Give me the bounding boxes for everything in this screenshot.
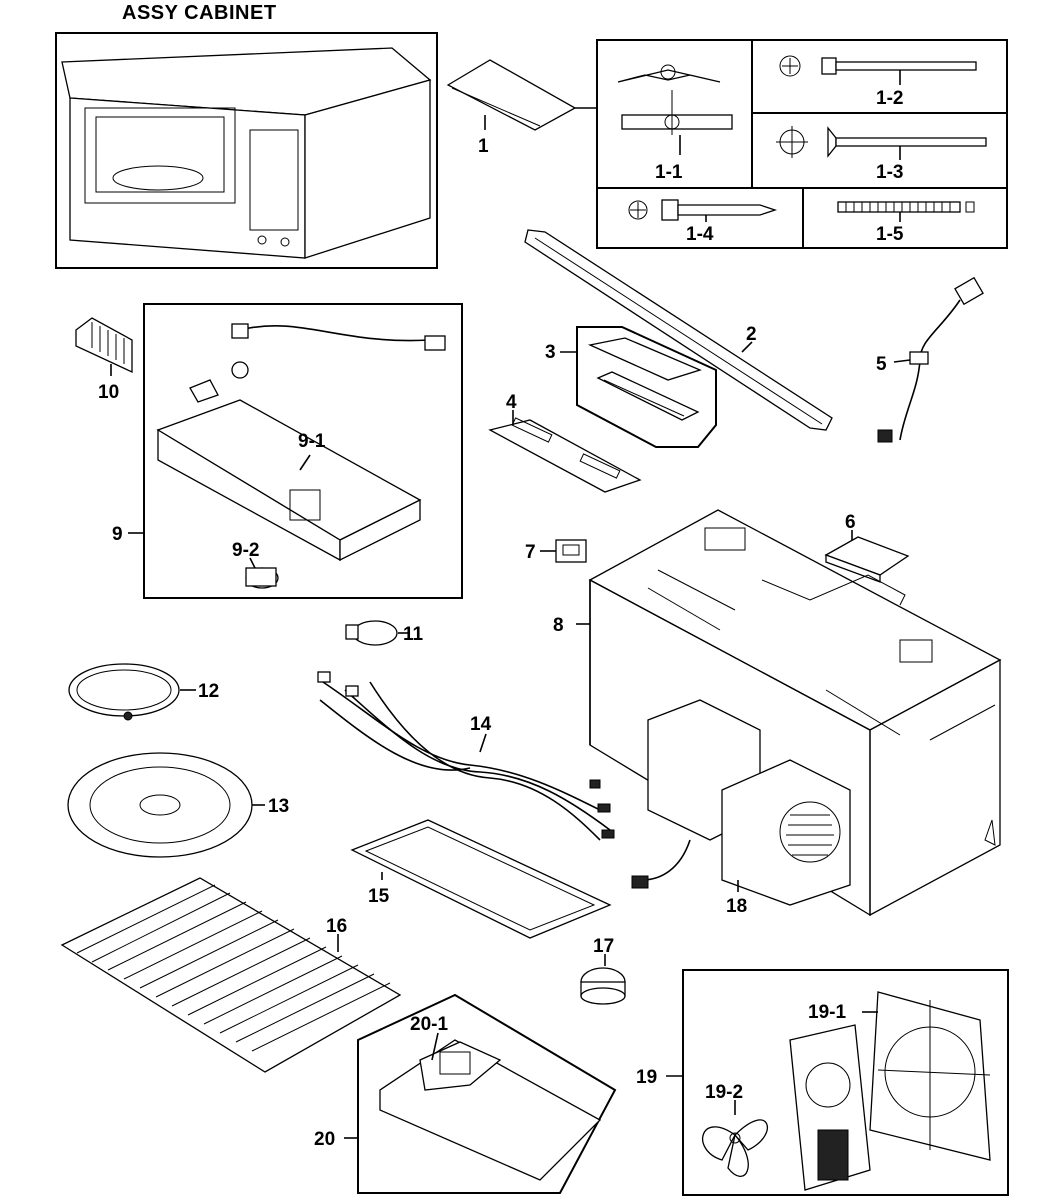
part-2-rail xyxy=(524,229,833,431)
part-9-1-bracket xyxy=(156,399,422,562)
diagram-title: ASSY CABINET xyxy=(122,2,277,24)
part-4-drawing xyxy=(488,417,642,493)
part-17-motor xyxy=(580,967,626,1005)
part-13-tray xyxy=(67,752,253,858)
part-19-1-plate xyxy=(869,991,991,1161)
label-9-1: 9-1 xyxy=(298,431,326,452)
label-4: 4 xyxy=(506,392,517,413)
label-2: 2 xyxy=(746,324,757,345)
label-6: 6 xyxy=(845,512,856,533)
label-17: 17 xyxy=(593,936,614,957)
part-7-drawing xyxy=(555,539,587,563)
label-5: 5 xyxy=(876,354,887,375)
label-19-1: 19-1 xyxy=(808,1002,846,1023)
label-1: 1 xyxy=(478,136,489,157)
part-1-2-drawing xyxy=(779,55,977,77)
part-11-bulb xyxy=(345,620,398,646)
label-19: 19 xyxy=(636,1067,657,1088)
part-8-frame xyxy=(588,509,1002,917)
part-1-3-drawing xyxy=(776,126,987,158)
part-3-drawing xyxy=(587,337,702,421)
part-10-vent xyxy=(75,317,133,374)
label-9: 9 xyxy=(112,524,123,545)
label-15: 15 xyxy=(368,886,390,907)
label-11: 11 xyxy=(403,624,424,645)
part-16-grease-filter xyxy=(60,877,402,1073)
label-18: 18 xyxy=(726,896,747,917)
label-16: 16 xyxy=(326,916,347,937)
label-13: 13 xyxy=(268,796,289,817)
part-20-box xyxy=(357,993,617,1194)
part-19-motor-bracket xyxy=(789,1024,871,1191)
part-9-2-socket xyxy=(245,567,279,589)
part-3-box xyxy=(576,326,717,448)
label-20-1: 20-1 xyxy=(410,1014,448,1035)
label-7: 7 xyxy=(525,542,536,563)
part-18-fan-motor xyxy=(631,699,851,906)
part-14-harness xyxy=(317,671,615,841)
part-9-box xyxy=(143,303,463,599)
part-19-2-fan-blade xyxy=(702,1119,768,1177)
part-9-harness xyxy=(189,323,446,403)
label-1-3: 1-3 xyxy=(876,162,903,183)
cabinet-drawing xyxy=(61,47,432,259)
part-5-cord xyxy=(877,276,984,443)
hardware-bag xyxy=(446,59,577,131)
label-12: 12 xyxy=(198,681,219,702)
label-1-4: 1-4 xyxy=(686,224,714,245)
label-1-5: 1-5 xyxy=(876,224,904,245)
label-14: 14 xyxy=(470,714,492,735)
part-20-waveguide-cover xyxy=(379,1039,602,1181)
cabinet-box xyxy=(55,32,438,269)
part-1-5-drawing xyxy=(837,201,975,213)
part-1-4-drawing xyxy=(628,199,778,221)
label-9-2: 9-2 xyxy=(232,540,259,561)
label-1-1: 1-1 xyxy=(655,162,683,183)
label-10: 10 xyxy=(98,382,119,403)
label-20: 20 xyxy=(314,1129,335,1150)
part-12-roller xyxy=(68,663,180,721)
part-1-1-drawing xyxy=(617,64,733,135)
label-3: 3 xyxy=(545,342,556,363)
label-19-2: 19-2 xyxy=(705,1082,743,1103)
part-15-filter xyxy=(350,819,612,939)
part-19-box xyxy=(682,969,1009,1196)
label-8: 8 xyxy=(553,615,564,636)
label-1-2: 1-2 xyxy=(876,88,903,109)
